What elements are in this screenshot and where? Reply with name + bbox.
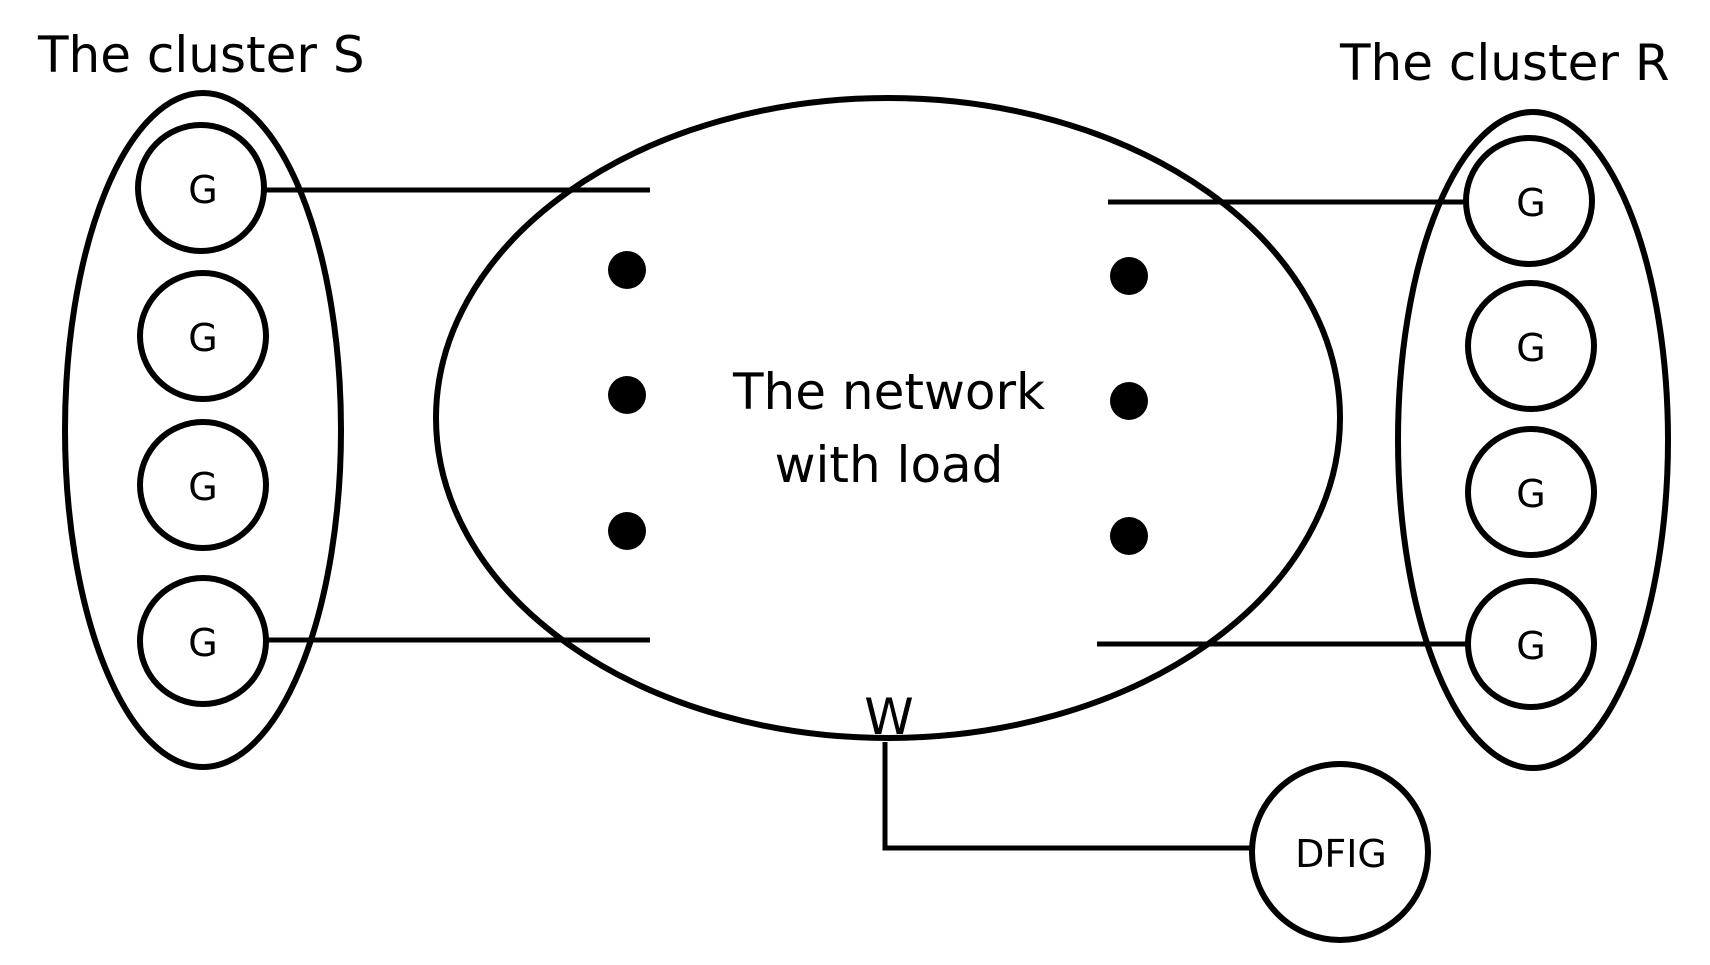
generator-circle <box>1463 135 1595 267</box>
cluster-r-generator-1: G <box>1463 135 1595 267</box>
generator-label: G <box>188 316 217 360</box>
network-label-line-2: with load <box>775 436 1004 494</box>
cluster-s-title: The cluster S <box>37 26 365 84</box>
cluster-r-generator-4: G <box>1465 578 1597 710</box>
generator-circle <box>137 419 269 551</box>
cluster-r-generator-3: G <box>1465 426 1597 558</box>
generator-circle <box>1465 578 1597 710</box>
generator-circle <box>137 270 269 402</box>
generator-label: G <box>188 168 217 212</box>
cluster-s-generator-3: G <box>137 419 269 551</box>
cluster-s-boundary <box>62 90 344 770</box>
generator-circle <box>1465 280 1597 412</box>
ellipsis-dot-left-3 <box>608 512 646 550</box>
generator-label: G <box>1516 181 1545 225</box>
network-label-line-1: The network <box>732 363 1045 421</box>
cluster-s-generator-1: G <box>135 122 267 254</box>
ellipsis-dot-left-2 <box>608 376 646 414</box>
generator-label: G <box>1516 472 1545 516</box>
generator-circle <box>137 575 269 707</box>
ellipsis-dot-right-2 <box>1110 382 1148 420</box>
dfig-unit: DFIG <box>1249 761 1431 943</box>
generator-circle <box>135 122 267 254</box>
dfig-circle <box>1249 761 1431 943</box>
generator-circle <box>1465 426 1597 558</box>
ellipsis-dot-left-1 <box>608 251 646 289</box>
line-w-to-dfig <box>882 742 1252 851</box>
generator-label: G <box>1516 624 1545 668</box>
cluster-s-generator-2: G <box>137 270 269 402</box>
cluster-r-generator-2: G <box>1465 280 1597 412</box>
ellipsis-dot-right-3 <box>1110 517 1148 555</box>
ellipsis-dot-right-1 <box>1110 257 1148 295</box>
node-w-label: W <box>864 688 913 746</box>
generator-label: G <box>1516 326 1545 370</box>
network-boundary <box>433 95 1343 741</box>
generator-label: G <box>188 621 217 665</box>
generator-label: G <box>188 465 217 509</box>
cluster-r-title: The cluster R <box>1339 34 1670 92</box>
cluster-r-boundary <box>1395 109 1671 771</box>
cluster-s-generator-4: G <box>137 575 269 707</box>
dfig-label: DFIG <box>1295 832 1387 876</box>
